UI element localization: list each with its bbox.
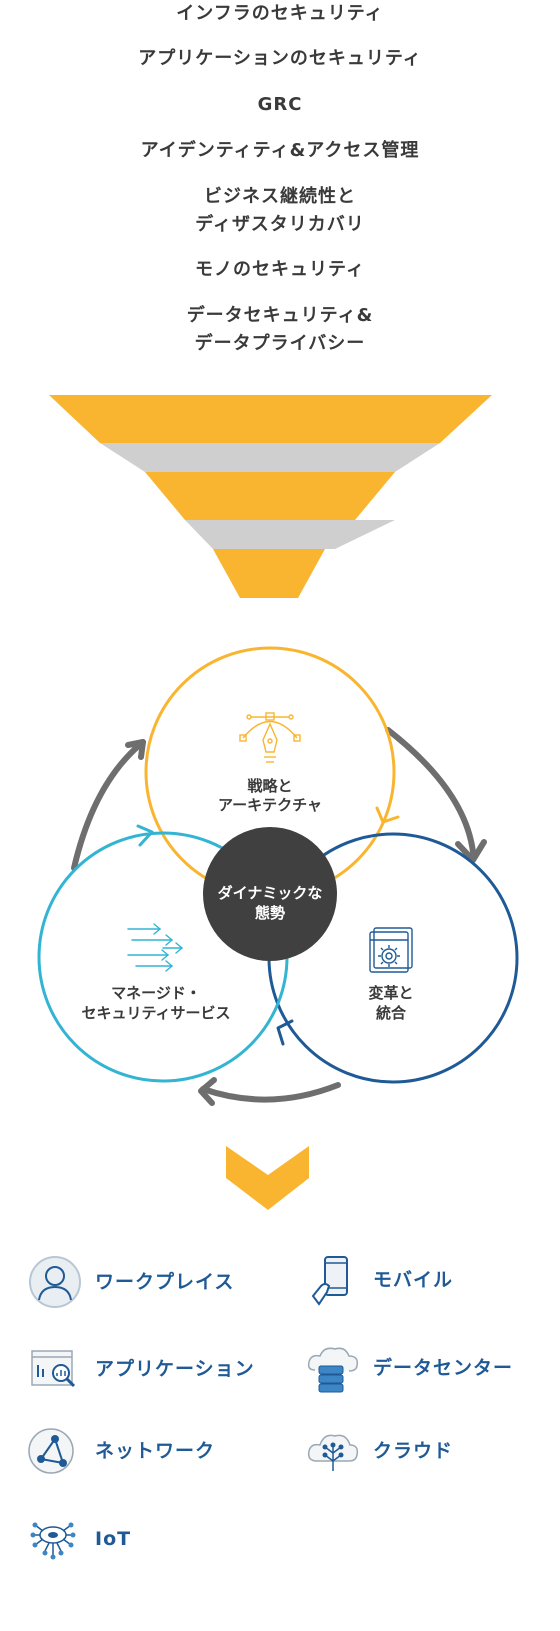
- arrow-head-blue: [276, 1019, 294, 1046]
- arrow-head-yellow: [375, 806, 400, 824]
- service-label: アプリケーション: [95, 1358, 255, 1380]
- service-label: ワークプレイス: [95, 1271, 235, 1293]
- application-icon: [31, 1350, 76, 1388]
- funnel-graphic: [49, 395, 492, 598]
- transform-label-line2: 統合: [376, 1004, 407, 1022]
- managed-label-line2: セキュリティサービス: [81, 1004, 230, 1022]
- arrow-head-cyan: [136, 824, 154, 847]
- mobile-icon: [311, 1256, 348, 1306]
- security-diagram: ダイナミックな 態勢 戦略と アーキテクチャ 変革と 統合 マネージド・ セキュ…: [37, 395, 519, 1210]
- category-infra: インフラのセキュリティ: [176, 3, 384, 24]
- network-icon: [28, 1428, 74, 1474]
- strategy-label-line2: アーキテクチャ: [218, 796, 322, 814]
- service-label: モバイル: [373, 1269, 454, 1291]
- cloud-icon: [307, 1434, 359, 1471]
- category-application: アプリケーションのセキュリティ: [138, 48, 422, 69]
- service-label: データセンター: [373, 1357, 514, 1379]
- datacenter-icon: [307, 1347, 359, 1393]
- transform-label-line1: 変革と: [368, 984, 413, 1002]
- center-label-line2: 態勢: [255, 904, 285, 922]
- pen-tool-icon: [239, 712, 301, 763]
- arrow-strategy-to-transform: [385, 727, 476, 855]
- center-circle: [203, 827, 337, 961]
- funnel-tier-2: [145, 472, 395, 520]
- center-label-line1: ダイナミックな: [218, 884, 323, 902]
- category-grc: GRC: [257, 94, 303, 115]
- arrow-transform-to-managed: [200, 1082, 341, 1103]
- funnel-ribbon-1: [100, 443, 440, 472]
- arrow-managed-to-strategy: [71, 739, 146, 871]
- funnel-ribbon-2: [185, 520, 395, 549]
- gear-window-icon: [369, 927, 413, 973]
- iot-icon: [30, 1522, 76, 1560]
- managed-label-line1: マネージド・: [111, 984, 201, 1002]
- funnel-tier-3: [213, 549, 325, 598]
- strategy-label-line1: 戦略と: [247, 777, 292, 795]
- cycle-arrows: [71, 727, 487, 1106]
- category-iot-security: モノのセキュリティ: [195, 259, 365, 280]
- category-data-security: データセキュリティ&データプライバシー: [186, 305, 374, 354]
- service-label: IoT: [95, 1528, 132, 1550]
- service-label: ネットワーク: [95, 1440, 216, 1462]
- category-identity: アイデンティティ&アクセス管理: [140, 140, 420, 161]
- funnel-tier-1: [49, 395, 492, 443]
- flow-arrows-icon: [127, 923, 184, 972]
- chevron-down-icon: [226, 1146, 309, 1210]
- person-icon: [29, 1256, 81, 1308]
- service-label: クラウド: [373, 1440, 454, 1462]
- category-business-continuity: ビジネス継続性とディザスタリカバリ: [195, 186, 365, 235]
